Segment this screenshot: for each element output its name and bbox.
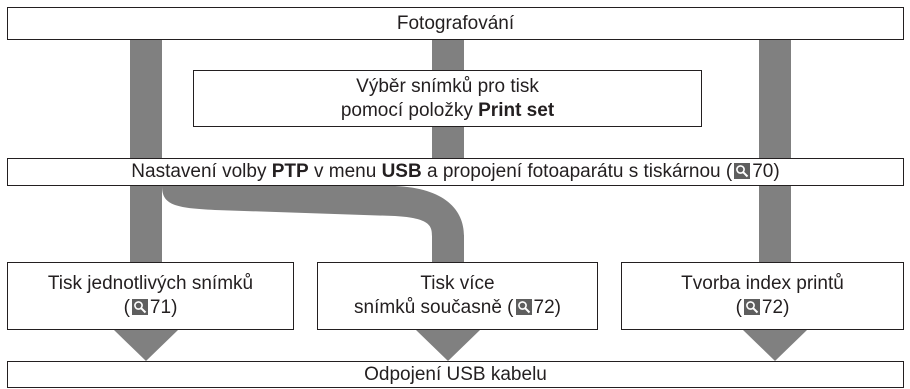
connector-middle-lower — [432, 235, 464, 262]
multi-line1: Tisk více — [420, 273, 495, 294]
node-shooting: Fotografování — [7, 7, 904, 40]
arrow-down-right — [743, 330, 807, 361]
arrow-down-left — [114, 330, 178, 361]
node-connect: Nastavení volby PTP v menu USB a propoje… — [7, 158, 904, 186]
index-line1: Tvorba index printů — [681, 273, 844, 294]
page-reference-icon — [734, 163, 751, 179]
multi-line2: snímků současně (72) — [354, 297, 561, 318]
node-disconnect-text: Odpojení USB kabelu — [364, 363, 547, 385]
node-disconnect: Odpojení USB kabelu — [7, 361, 904, 388]
print-set-line1: Výběr snímků pro tisk — [356, 75, 539, 97]
connector-right — [759, 40, 791, 262]
connect-text: Nastavení volby PTP v menu USB a propoje… — [131, 161, 780, 182]
node-multi-print: Tisk více snímků současně (72) — [317, 262, 598, 330]
print-set-line2: pomocí položky Print set — [340, 99, 555, 121]
page-reference-icon — [515, 299, 532, 315]
page-reference-icon — [131, 299, 148, 315]
single-line1: Tisk jednotlivých snímků — [47, 273, 254, 294]
single-line2: (71) — [123, 297, 178, 318]
index-page: 72 — [761, 297, 784, 318]
connector-curve — [162, 186, 464, 236]
connector-left-upper — [130, 40, 162, 158]
node-single-print: Tisk jednotlivých snímků (71) — [7, 262, 294, 330]
multi-page: 72 — [533, 297, 555, 318]
connector-left-lower — [130, 186, 162, 262]
node-index-print: Tvorba index printů (72) — [621, 262, 904, 330]
single-page: 71 — [149, 297, 172, 318]
node-shooting-text: Fotografování — [396, 12, 515, 34]
arrow-down-middle — [416, 330, 480, 361]
page-reference-icon — [743, 299, 760, 315]
index-line2: (72) — [735, 297, 790, 318]
node-print-set: Výběr snímků pro tisk pomocí položky Pri… — [193, 70, 702, 127]
print-set-menu-item: Print set — [478, 99, 555, 121]
connect-page: 70 — [752, 161, 774, 182]
